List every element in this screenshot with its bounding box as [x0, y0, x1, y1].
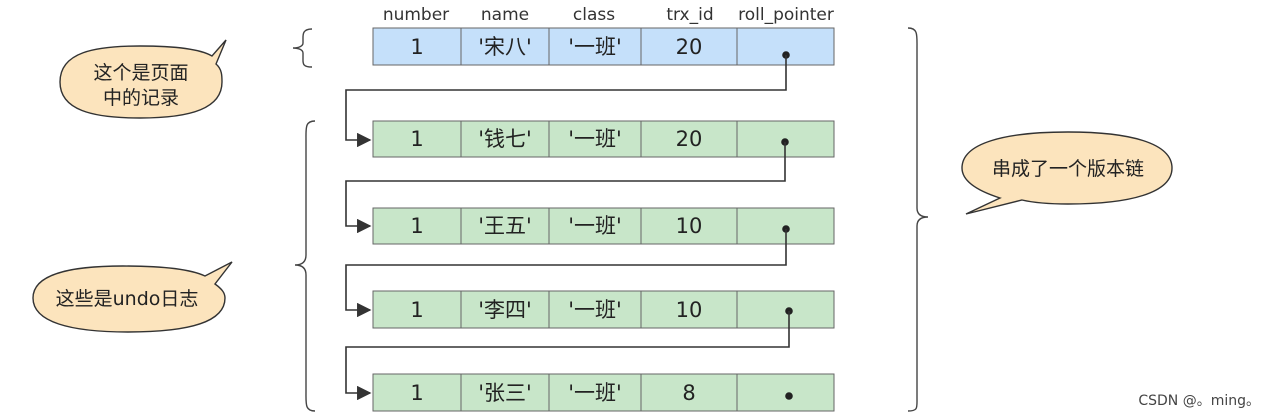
page-record-trx-id: 20 — [676, 35, 703, 59]
callout-text: 这些是undo日志 — [56, 288, 199, 310]
version-chain-brace — [907, 27, 929, 412]
undo-record-cell-class — [548, 373, 642, 412]
undo-record-cell-trx-id — [640, 120, 738, 158]
roll-pointer-connectors — [345, 55, 790, 401]
undo-record-row: 1 '李四' '一班' 10 — [372, 290, 835, 329]
undo-record-cell-class — [548, 290, 642, 329]
undo-record-pointer-dot — [785, 392, 793, 400]
undo-record-trx-id: 20 — [676, 127, 703, 151]
undo-record-name: '钱七' — [478, 127, 532, 151]
undo-record-cell-trx-id — [640, 373, 738, 412]
watermark: CSDN @。ming。 — [1138, 393, 1260, 409]
undo-record-class: '一班' — [568, 381, 622, 405]
page-record-row: 1 '宋八' '一班' 20 — [372, 27, 835, 66]
callout-bubble — [59, 39, 227, 119]
undo-record-name: '张三' — [478, 381, 532, 405]
undo-record-class: '一班' — [568, 214, 622, 238]
undo-record-cell-name — [460, 207, 550, 245]
undo-log-callout: 这些是undo日志 — [32, 261, 233, 333]
undo-record-cell-name — [460, 120, 550, 158]
undo-record-trx-id: 10 — [676, 298, 703, 322]
column-header-number: number — [383, 5, 449, 25]
callout-text: 中的记录 — [103, 87, 179, 109]
page-record-brace — [292, 28, 313, 68]
undo-record-number: 1 — [410, 127, 423, 151]
callout-bubble — [32, 261, 233, 333]
undo-record-cell-trx-id — [640, 207, 738, 245]
page-record-cell-name — [460, 27, 550, 66]
page-record-callout: 这个是页面 中的记录 — [59, 39, 227, 119]
undo-record-trx-id: 10 — [676, 214, 703, 238]
undo-record-row: 1 '王五' '一班' 10 — [372, 207, 835, 245]
undo-record-cell-roll-pointer — [736, 373, 835, 412]
undo-record-cell-number — [372, 290, 462, 329]
undo-record-cell-number — [372, 373, 462, 412]
undo-record-cell-class — [548, 207, 642, 245]
undo-log-brace — [294, 120, 316, 412]
page-record-cell-number — [372, 27, 462, 66]
undo-record-number: 1 — [410, 381, 423, 405]
column-header-class: class — [573, 5, 615, 25]
undo-record-class: '一班' — [568, 298, 622, 322]
undo-record-cell-name — [460, 290, 550, 329]
undo-record-row: 1 '张三' '一班' 8 — [372, 373, 835, 412]
pointer-arrow — [345, 229, 787, 318]
undo-record-cell-roll-pointer — [736, 290, 835, 329]
page-record-name: '宋八' — [478, 35, 532, 59]
page-record-number: 1 — [410, 35, 423, 59]
undo-record-cell-number — [372, 120, 462, 158]
undo-record-trx-id: 8 — [682, 381, 695, 405]
undo-record-cell-class — [548, 120, 642, 158]
undo-record-number: 1 — [410, 214, 423, 238]
undo-record-cell-trx-id — [640, 290, 738, 329]
page-record-cell-class — [548, 27, 642, 66]
page-record-class: '一班' — [568, 35, 622, 59]
column-header-name: name — [481, 5, 529, 25]
version-chain-callout: 串成了一个版本链 — [961, 131, 1173, 215]
undo-record-number: 1 — [410, 298, 423, 322]
callout-bubble — [961, 131, 1173, 215]
undo-record-cell-name — [460, 373, 550, 412]
callout-text: 串成了一个版本链 — [992, 158, 1144, 180]
undo-record-name: '李四' — [478, 298, 532, 322]
pointer-arrow — [345, 142, 786, 234]
undo-record-name: '王五' — [478, 214, 532, 238]
undo-record-class: '一班' — [568, 127, 622, 151]
undo-record-cell-number — [372, 207, 462, 245]
column-header-trx-id: trx_id — [666, 5, 713, 25]
column-header-roll-pointer: roll_pointer — [738, 5, 834, 25]
pointer-arrow — [345, 311, 790, 401]
pointer-arrow — [345, 55, 787, 148]
undo-record-row: 1 '钱七' '一班' 20 — [372, 120, 835, 158]
callout-text: 这个是页面 — [93, 62, 188, 84]
column-headers: number name class trx_id roll_pointer — [383, 5, 834, 25]
